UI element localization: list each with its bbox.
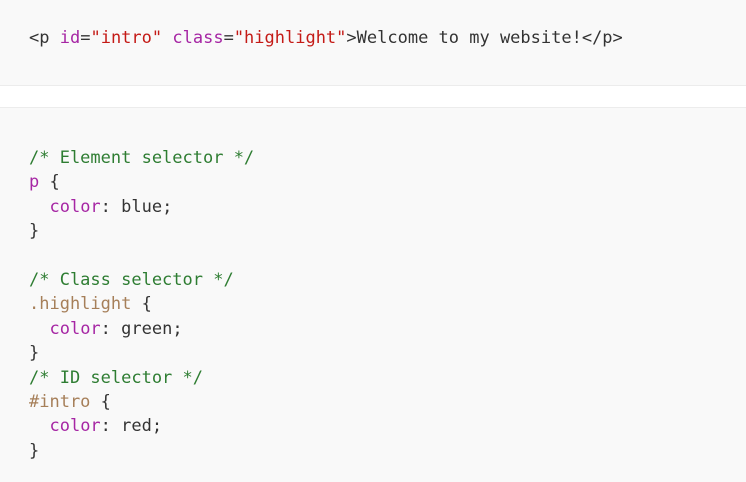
tag-open-end: >: [346, 28, 357, 48]
css-code-block: /* Element selector */ p { color: blue; …: [0, 107, 746, 482]
comment-id-selector: /* ID selector */: [29, 367, 203, 388]
css-code: /* Element selector */ p { color: blue; …: [29, 146, 254, 463]
selector-id: #intro: [29, 392, 91, 413]
paragraph-text: Welcome to my website!: [356, 28, 582, 48]
selector-element: p: [29, 172, 40, 193]
attr-id-value: "intro": [90, 28, 163, 48]
close-brace: }: [29, 440, 40, 461]
value-red: : red;: [100, 416, 163, 437]
attr-id: id: [59, 28, 81, 48]
equals-sign: =: [80, 28, 91, 48]
property-color: color: [49, 318, 101, 339]
comment-class-selector: /* Class selector */: [29, 270, 234, 291]
tag-close: </p>: [581, 28, 623, 48]
close-brace: }: [29, 221, 40, 242]
property-color: color: [49, 196, 101, 217]
open-brace: {: [90, 392, 111, 413]
close-brace: }: [29, 343, 40, 364]
html-code: <p id="intro" class="highlight">Welcome …: [29, 26, 623, 50]
value-green: : green;: [100, 318, 183, 339]
html-code-block: <p id="intro" class="highlight">Welcome …: [0, 0, 746, 86]
selector-class: .highlight: [29, 294, 132, 315]
value-blue: : blue;: [100, 196, 173, 217]
property-color: color: [49, 416, 101, 437]
attr-class: class: [172, 28, 224, 48]
open-brace: {: [131, 294, 152, 315]
comment-element-selector: /* Element selector */: [29, 148, 255, 168]
attr-class-value: "highlight": [233, 28, 347, 48]
open-brace: {: [39, 172, 60, 193]
equals-sign: =: [223, 28, 234, 48]
tag-open: <p: [29, 28, 50, 48]
